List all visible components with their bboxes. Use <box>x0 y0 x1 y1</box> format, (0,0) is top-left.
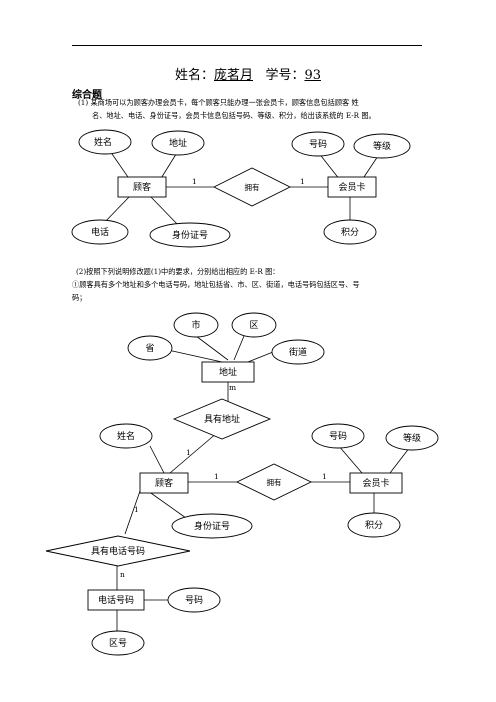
card-1-customer: 1 <box>192 177 197 186</box>
question-2-line-1: (2)按照下列说明修改题(1)中的要求，分别给出相应的 E-R 图： <box>76 267 280 276</box>
card-2-address-m: m <box>229 383 236 392</box>
attr-points-2 <box>347 512 401 538</box>
label-entity-card-1: 会员卡 <box>338 181 365 193</box>
label-rel-owns-2: 拥有 <box>267 477 282 487</box>
entity-phone-number-2 <box>87 589 145 611</box>
label-attr-city-2: 市 <box>191 319 200 331</box>
entity-card-2 <box>349 472 403 494</box>
label-attr-phone-1: 电话 <box>91 226 109 238</box>
card-2-customer-phone: 1 <box>134 505 139 514</box>
question-1-line-1: (1) 某商场可以为顾客办理会员卡，每个顾客只能办理一张会员卡，顾客信息包括顾客… <box>78 98 359 107</box>
label-attr-number-2: 号码 <box>329 431 347 442</box>
label-attr-province-2: 省 <box>145 342 154 354</box>
entity-customer-1 <box>117 176 167 198</box>
label-attr-phone-num-2: 号码 <box>185 595 203 606</box>
id-value: 93 <box>304 68 321 83</box>
question-2-line-3: 码； <box>72 293 87 302</box>
attr-phone-1 <box>71 219 129 245</box>
rel-has-address-2 <box>172 398 272 440</box>
card-1-card: 1 <box>300 177 305 186</box>
attr-id-card-1 <box>149 222 231 248</box>
question-2: (2)按照下列说明修改题(1)中的要求，分别给出相应的 E-R 图： ①顾客具有… <box>72 265 424 304</box>
question-1-line-2: 名、地址、电话、身份证号，会员卡信息包括号码、等级、积分，给出该系统的 E-R … <box>92 111 376 120</box>
label-attr-level-1: 等级 <box>373 140 391 152</box>
name-value: 庞茗月 <box>214 68 254 83</box>
attr-district-2 <box>231 312 277 338</box>
rel-owns-2 <box>235 463 313 501</box>
attr-points-1 <box>323 219 377 245</box>
attr-city-2 <box>173 312 219 338</box>
label-rel-has-phone-2: 具有电话号码 <box>91 545 145 557</box>
label-attr-id-card-2: 身份证号 <box>194 520 230 532</box>
attr-phone-num-2 <box>167 587 221 613</box>
question-2-line-2: ①顾客具有多个地址和多个电话号码，地址包括省、市、区、街道，电话号码包括区号、号 <box>72 280 360 289</box>
label-entity-card-2: 会员卡 <box>362 477 389 489</box>
label-attr-level-2: 等级 <box>403 432 421 444</box>
attr-id-card-2 <box>171 513 253 539</box>
label-attr-district-2: 区 <box>249 320 258 331</box>
attr-name-1 <box>78 129 132 155</box>
id-label: 学号： <box>265 68 305 83</box>
label-attr-points-1: 积分 <box>341 226 359 238</box>
card-2-phone-n: n <box>120 570 125 579</box>
attr-level-2 <box>385 425 439 451</box>
label-attr-name-1: 姓名 <box>94 136 112 148</box>
attr-number-1 <box>291 131 345 157</box>
attr-name-2 <box>99 423 153 449</box>
rel-owns-1 <box>212 167 292 207</box>
label-rel-owns-1: 拥有 <box>245 182 260 192</box>
rel-has-phone-2 <box>45 535 191 567</box>
label-attr-name-2: 姓名 <box>117 430 135 442</box>
label-entity-customer-1: 顾客 <box>133 181 151 193</box>
name-label: 姓名： <box>175 68 215 83</box>
attr-area-code-2 <box>91 630 145 656</box>
label-rel-has-address-2: 具有地址 <box>204 413 240 425</box>
label-attr-points-2: 积分 <box>365 519 383 531</box>
page-header: 姓名：庞茗月 学号：93 <box>0 64 496 83</box>
attr-address-1 <box>151 130 205 156</box>
attr-street-2 <box>271 339 325 365</box>
entity-address-2 <box>201 361 255 383</box>
card-2-customer-owns: 1 <box>214 472 219 481</box>
attr-number-2 <box>311 423 365 449</box>
label-attr-number-1: 号码 <box>309 139 327 150</box>
label-entity-address-2: 地址 <box>219 366 237 378</box>
top-rule <box>72 45 422 46</box>
label-entity-phone-number-2: 电话号码 <box>98 594 134 606</box>
question-1: (1) 某商场可以为顾客办理会员卡，每个顾客只能办理一张会员卡，顾客信息包括顾客… <box>78 96 424 122</box>
label-attr-id-card-1: 身份证号 <box>172 229 208 241</box>
attr-province-2 <box>127 335 173 361</box>
label-attr-area-code-2: 区号 <box>109 638 127 649</box>
attr-level-1 <box>353 133 411 159</box>
card-2-card-owns: 1 <box>322 472 327 481</box>
section-title: 综合题 <box>72 90 102 101</box>
label-attr-street-2: 街道 <box>289 346 307 358</box>
card-2-customer-addr: 1 <box>186 448 191 457</box>
label-attr-address-1: 地址 <box>169 137 187 149</box>
entity-customer-2 <box>139 472 189 494</box>
entity-card-1 <box>327 176 377 198</box>
label-entity-customer-2: 顾客 <box>155 477 173 489</box>
